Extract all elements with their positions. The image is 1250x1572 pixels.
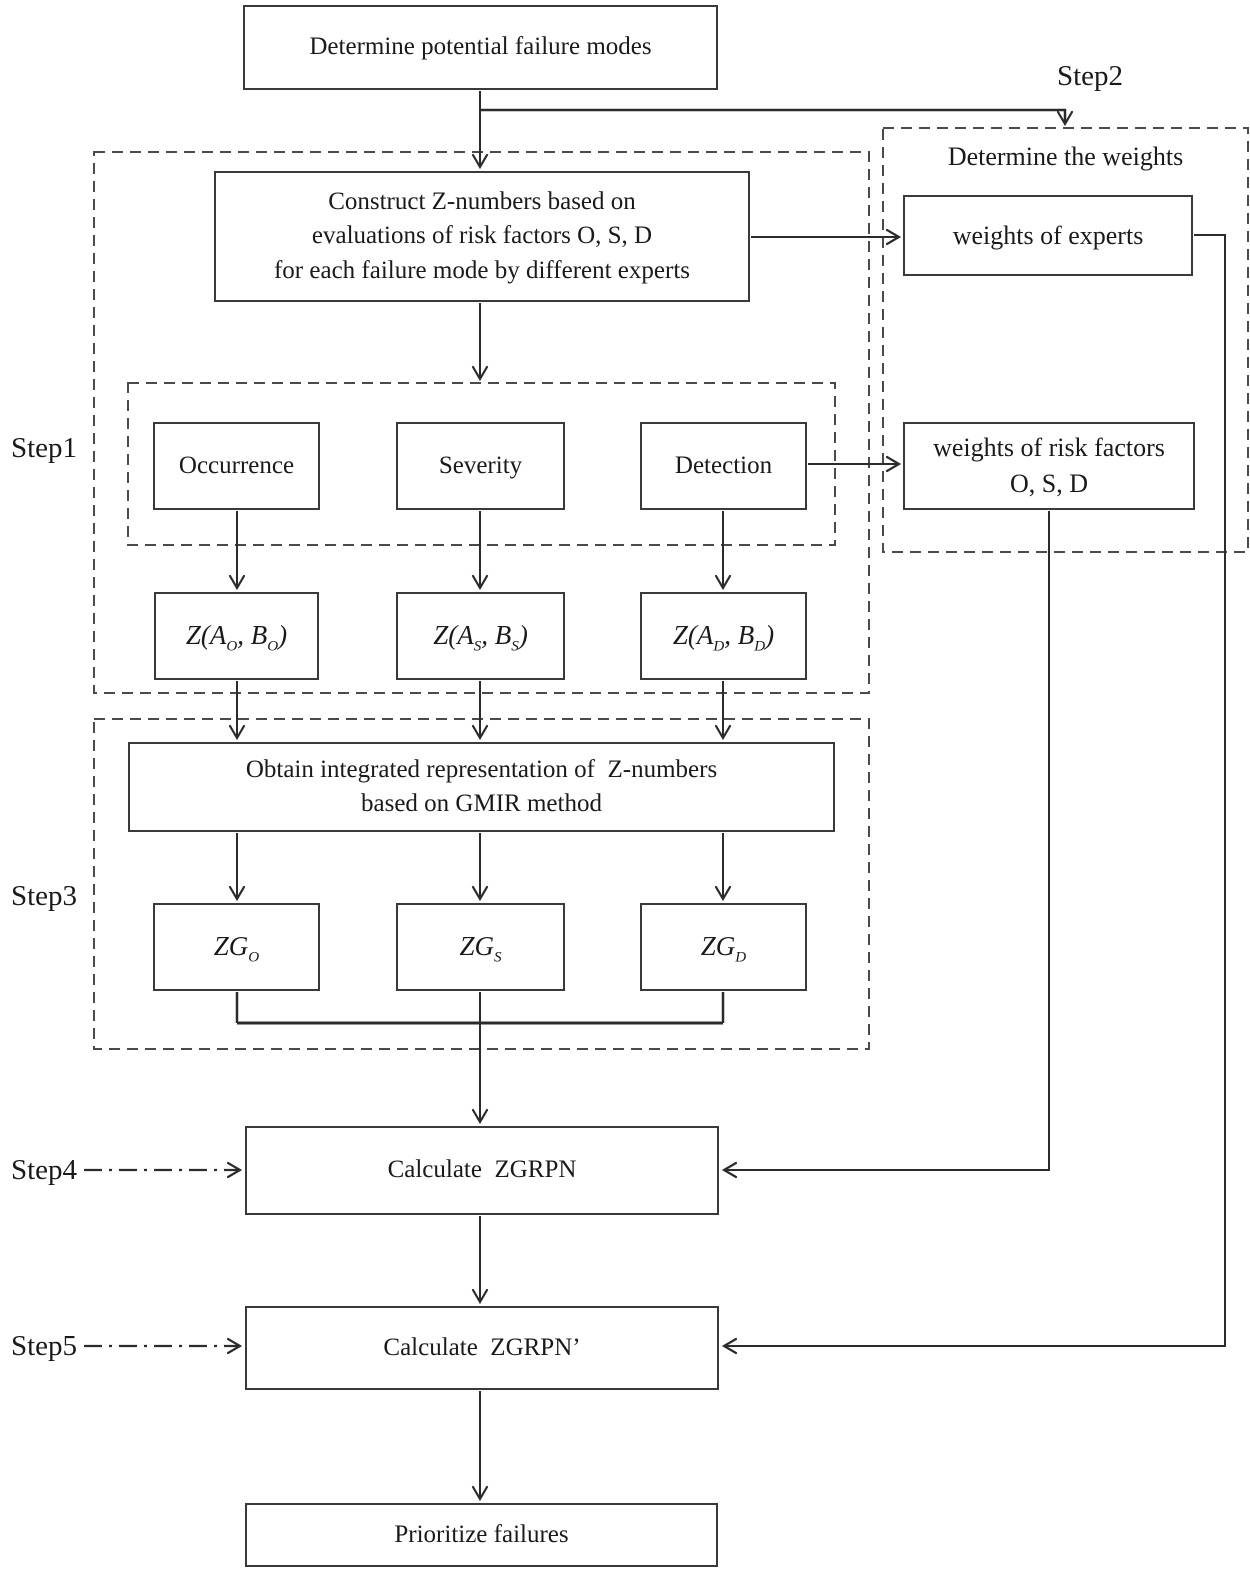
math-label: ZGS: [459, 931, 502, 966]
node-z-detection: Z(AD, BD): [640, 592, 807, 680]
math-label: Z(AS, BS): [433, 620, 528, 655]
step1-dashed-region: [93, 151, 870, 694]
node-label: Severity: [438, 451, 523, 479]
node-calculate-zgrpn-prime: Calculate ZGRPN’: [245, 1306, 719, 1390]
step-label-text: Step1: [10, 431, 78, 464]
step2-region-title: Determine the weights: [883, 140, 1248, 174]
math-label: ZGD: [700, 931, 747, 966]
node-zg-detection: ZGD: [640, 903, 807, 991]
node-label-multiline: Obtain integrated representation of Z-nu…: [245, 755, 718, 818]
node-weights-of-risk-factors: weights of risk factors O, S, D: [903, 422, 1195, 510]
node-obtain-integrated: Obtain integrated representation of Z-nu…: [128, 742, 835, 832]
node-label: Prioritize failures: [394, 1520, 569, 1548]
step-label-text: Step2: [1056, 59, 1124, 92]
arrow-factors-to-zgrpn: [721, 511, 1050, 1179]
node-calculate-zgrpn: Calculate ZGRPN: [245, 1126, 719, 1215]
step1-label: Step1: [2, 428, 86, 468]
step3-dashed-region: [93, 718, 870, 1050]
step5-label: Step5: [2, 1326, 86, 1366]
node-label: Detection: [674, 451, 773, 479]
node-occurrence: Occurrence: [153, 422, 320, 510]
node-label: Occurrence: [178, 451, 295, 479]
node-label-multiline: Construct Z-numbers based on evaluations…: [273, 187, 690, 284]
node-z-occurrence: Z(AO, BO): [154, 592, 319, 680]
step3-label: Step3: [2, 876, 86, 916]
node-severity: Severity: [396, 422, 565, 510]
node-detection: Detection: [640, 422, 807, 510]
step-label-text: Step4: [10, 1153, 78, 1186]
osd-dashed-region: [127, 382, 836, 546]
region-title-text: Determine the weights: [947, 142, 1184, 171]
step2-label: Step2: [1025, 56, 1155, 96]
arrow-top-to-step2-region: [480, 108, 1074, 127]
node-zg-severity: ZGS: [396, 903, 565, 991]
math-label: ZGO: [213, 931, 260, 966]
node-weights-of-experts: weights of experts: [903, 195, 1193, 276]
node-construct-z-numbers: Construct Z-numbers based on evaluations…: [214, 171, 750, 302]
node-label: Calculate ZGRPN’: [383, 1333, 581, 1361]
node-label: Determine potential failure modes: [309, 33, 652, 61]
node-label: weights of experts: [952, 220, 1144, 250]
node-determine-failure-modes: Determine potential failure modes: [243, 5, 718, 90]
step2-dashed-region: [882, 127, 1249, 553]
node-zg-occurrence: ZGO: [153, 903, 320, 991]
step-label-text: Step3: [10, 879, 78, 912]
arrow-experts-to-zgrpn-prime: [721, 234, 1226, 1355]
node-z-severity: Z(AS, BS): [396, 592, 565, 680]
step4-label: Step4: [2, 1150, 86, 1190]
math-label: Z(AD, BD): [672, 620, 775, 655]
step-label-text: Step5: [10, 1329, 78, 1362]
node-prioritize-failures: Prioritize failures: [245, 1503, 718, 1567]
node-label-multiline: weights of risk factors O, S, D: [933, 433, 1165, 498]
math-label: Z(AO, BO): [185, 620, 288, 655]
node-label: Calculate ZGRPN: [387, 1156, 577, 1184]
